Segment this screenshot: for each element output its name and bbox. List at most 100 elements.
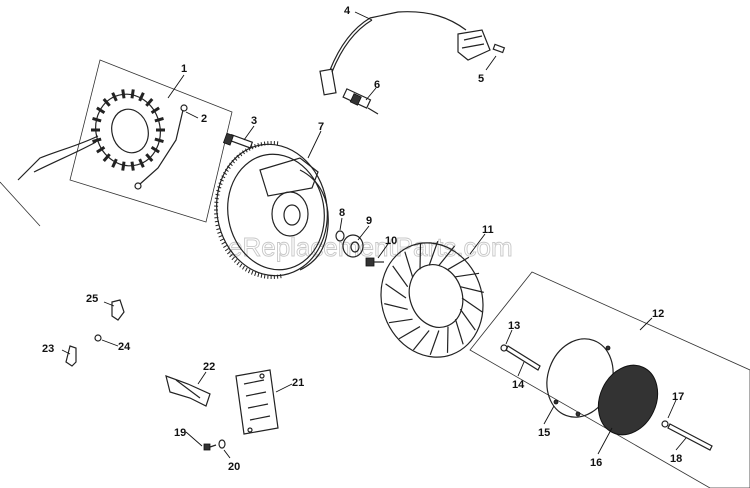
fan-inner <box>408 264 464 328</box>
stator-group[interactable] <box>0 59 233 227</box>
gear-tooth <box>219 238 224 242</box>
washer-24[interactable] <box>94 334 102 342</box>
gear-tooth <box>215 193 220 196</box>
gear-tooth <box>221 175 226 179</box>
gear-tooth <box>217 231 222 234</box>
washer-8[interactable] <box>335 230 345 242</box>
callout-16: 16 <box>590 457 602 469</box>
stator-tooth <box>154 137 164 143</box>
fan-retainer-9[interactable] <box>342 234 364 258</box>
gear-tooth <box>257 272 260 278</box>
callout-19: 19 <box>174 427 186 439</box>
gear-tooth <box>233 259 238 263</box>
stator-tooth <box>121 89 126 99</box>
stator-tooth <box>138 158 145 168</box>
stator-tooth <box>92 137 102 143</box>
callout-7: 7 <box>318 121 324 133</box>
stator-tooth <box>138 92 145 102</box>
stator <box>91 89 165 171</box>
fan-blade <box>404 251 414 277</box>
bolt-10[interactable] <box>365 257 384 267</box>
gear-tooth <box>254 144 257 149</box>
gear-tooth <box>231 159 235 164</box>
gear-tooth <box>244 267 248 272</box>
washer-20[interactable] <box>218 439 226 449</box>
callout-3: 3 <box>251 115 257 127</box>
gear-tooth <box>217 186 222 189</box>
screw-19[interactable] <box>203 443 217 451</box>
gear-tooth <box>215 224 220 227</box>
gear-tooth <box>218 235 223 238</box>
spark-boot <box>319 68 337 96</box>
callout-21: 21 <box>292 377 304 389</box>
screen-box <box>469 271 750 488</box>
fan-blade <box>398 326 421 340</box>
stator-tooth <box>102 153 111 162</box>
callout-17: 17 <box>672 391 684 403</box>
bolt-18 <box>667 423 713 451</box>
callout-9: 9 <box>366 215 372 227</box>
stator-lead-bracket <box>139 109 184 185</box>
gear-tooth <box>260 142 263 147</box>
stator-tooth <box>130 161 135 171</box>
gear-tooth <box>214 220 219 223</box>
gear-tooth <box>229 253 233 258</box>
callout-14: 14 <box>512 379 525 391</box>
gear-tooth <box>216 189 221 193</box>
stator-tooth <box>150 106 160 114</box>
flywheel[interactable] <box>206 135 337 284</box>
gear-tooth <box>231 256 235 261</box>
gear-tooth <box>251 270 254 275</box>
spacer-14 <box>505 345 541 371</box>
watermark-text: eReplacementParts.com <box>228 232 513 262</box>
terminal-23[interactable] <box>65 345 77 367</box>
screen-group[interactable] <box>469 271 750 488</box>
flywheel-bolt[interactable] <box>222 132 254 149</box>
gear-tooth <box>236 154 240 159</box>
fan-blade <box>388 318 413 324</box>
callout-8: 8 <box>339 207 345 219</box>
gear-tooth <box>223 244 227 248</box>
fan-blade <box>447 256 470 270</box>
cooling-fan[interactable] <box>365 228 499 371</box>
callout-22: 22 <box>203 361 215 373</box>
stator-tooth <box>92 117 102 123</box>
callout-18: 18 <box>670 453 682 465</box>
rectifier-regulator[interactable] <box>235 369 279 435</box>
gear-tooth <box>214 197 219 200</box>
callout-20: 20 <box>228 461 240 473</box>
callout-2: 2 <box>201 113 207 125</box>
gear-tooth <box>226 165 231 169</box>
gear-tooth <box>254 271 257 276</box>
stator-box <box>69 59 233 223</box>
fan-blade <box>429 330 440 356</box>
gear-tooth <box>216 227 221 231</box>
gear-tooth <box>263 274 266 279</box>
callout-1: 1 <box>181 63 187 75</box>
stator-tooth <box>150 146 160 154</box>
flywheel-face <box>299 169 329 271</box>
fan-outer <box>380 242 484 358</box>
callout-13: 13 <box>508 320 520 332</box>
ground-clip-22[interactable] <box>165 375 211 407</box>
fan-blade <box>384 303 408 310</box>
fan-blade <box>392 265 409 288</box>
clip-25[interactable] <box>111 299 125 321</box>
stator-tooth <box>145 153 154 162</box>
spark-plug[interactable] <box>342 88 379 115</box>
gear-tooth <box>251 145 254 150</box>
fan-blade <box>455 272 480 278</box>
gear-tooth <box>239 263 243 268</box>
gear-tooth <box>263 141 266 146</box>
fan-blade <box>454 319 464 345</box>
fan-blade <box>428 240 439 266</box>
stator-tooth <box>130 89 135 99</box>
ignition-coil-detail <box>461 35 485 49</box>
ignition-module[interactable] <box>319 11 506 96</box>
stator-tooth <box>111 158 118 168</box>
callout-15: 15 <box>538 427 550 439</box>
gear-tooth <box>242 150 245 155</box>
gear-tooth <box>247 146 251 151</box>
flywheel-hub <box>271 191 309 237</box>
